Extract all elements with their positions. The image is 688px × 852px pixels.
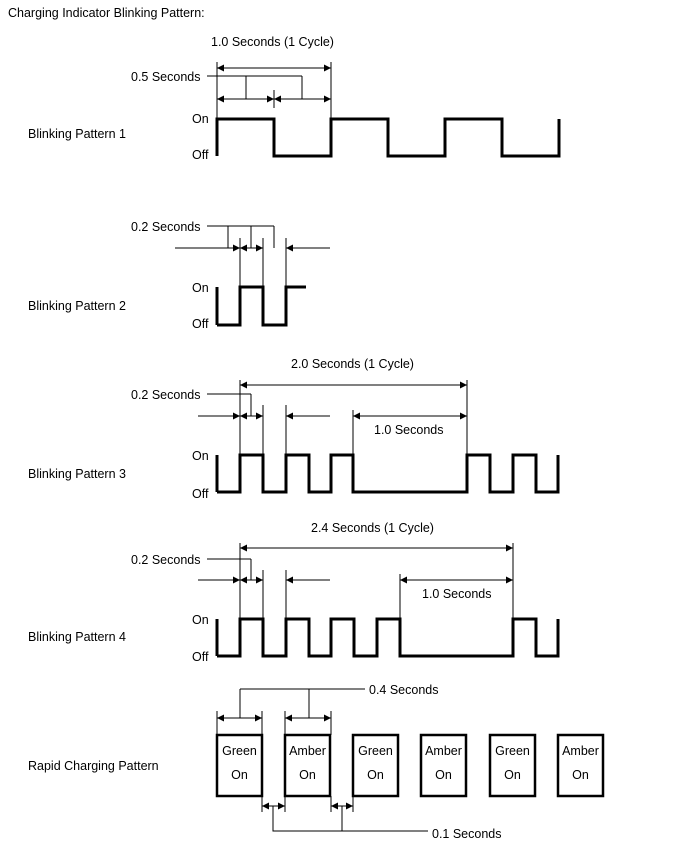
pattern-4-leader (207, 558, 264, 580)
pattern-4-on-label: On (192, 613, 209, 627)
pattern-1-on-label: On (192, 112, 209, 126)
pattern-1-waveform (215, 117, 561, 158)
rapid-box-6-color: Amber (562, 744, 599, 758)
pattern-4-name: Blinking Pattern 4 (28, 630, 126, 644)
pattern-3-leader (207, 393, 264, 416)
pattern-1-cycle-label: 1.0 Seconds (1 Cycle) (211, 35, 334, 49)
pattern-4-waveform (215, 617, 560, 658)
pattern-4-cycle-label: 2.4 Seconds (1 Cycle) (311, 521, 434, 535)
pattern-3-waveform (215, 453, 560, 494)
rapid-box-5-color: Green (495, 744, 530, 758)
rapid-box-4-color: Amber (425, 744, 462, 758)
pattern-2-leader (207, 225, 275, 248)
rapid-box-1: Green On (215, 733, 264, 798)
pattern-2-interval-label: 0.2 Seconds (131, 220, 201, 234)
pattern-4-extension-lines (239, 543, 514, 619)
rapid-box-6: Amber On (556, 733, 605, 798)
pattern-2-name: Blinking Pattern 2 (28, 299, 126, 313)
rapid-box-2-color: Amber (289, 744, 326, 758)
pattern-1-leader (207, 75, 303, 108)
rapid-box-5-state: On (504, 768, 521, 782)
page-title: Charging Indicator Blinking Pattern: (8, 6, 205, 20)
rapid-box-4: Amber On (419, 733, 468, 798)
rapid-pattern-name: Rapid Charging Pattern (28, 759, 159, 773)
rapid-box-6-state: On (572, 768, 589, 782)
rapid-box-2: Amber On (283, 733, 332, 798)
pattern-3-extension-lines (239, 380, 468, 455)
pattern-3-off-label: Off (192, 487, 209, 501)
pattern-2-waveform (215, 285, 306, 327)
rapid-extension-lines (216, 711, 332, 735)
pattern-3-on-label: On (192, 449, 209, 463)
pattern-3-name: Blinking Pattern 3 (28, 467, 126, 481)
pattern-1-off-label: Off (192, 148, 209, 162)
rapid-box-5: Green On (488, 733, 537, 798)
pattern-2-on-label: On (192, 281, 209, 295)
rapid-interval-leader (239, 688, 365, 718)
pattern-2-extension-lines (239, 238, 287, 287)
rapid-box-3-state: On (367, 768, 384, 782)
pattern-2-off-label: Off (192, 317, 209, 331)
rapid-gap-leader (272, 806, 428, 832)
pattern-3-cycle-label: 2.0 Seconds (1 Cycle) (291, 357, 414, 371)
pattern-3: 2.0 Seconds (1 Cycle) 0.2 Seconds 1.0 Se… (28, 357, 560, 501)
pattern-2: 0.2 Seconds Blinking Pattern 2 On Off (28, 220, 330, 331)
pattern-4-pause-label: 1.0 Seconds (422, 587, 492, 601)
pattern-1-interval-label: 0.5 Seconds (131, 70, 201, 84)
rapid-box-4-state: On (435, 768, 452, 782)
pattern-4-interval-label: 0.2 Seconds (131, 553, 201, 567)
pattern-4-off-label: Off (192, 650, 209, 664)
rapid-box-3: Green On (351, 733, 400, 798)
pattern-4: 2.4 Seconds (1 Cycle) 0.2 Seconds 1.0 Se… (28, 521, 560, 664)
pattern-1-name: Blinking Pattern 1 (28, 127, 126, 141)
rapid-box-2-state: On (299, 768, 316, 782)
pattern-3-pause-label: 1.0 Seconds (374, 423, 444, 437)
rapid-box-1-color: Green (222, 744, 257, 758)
rapid-box-3-color: Green (358, 744, 393, 758)
rapid-gap-label: 0.1 Seconds (432, 827, 502, 841)
pattern-1: 1.0 Seconds (1 Cycle) 0.5 Seconds Blinki… (28, 35, 561, 162)
rapid-interval-label: 0.4 Seconds (369, 683, 439, 697)
rapid-box-1-state: On (231, 768, 248, 782)
rapid-gap-extension-lines (261, 796, 354, 812)
pattern-3-interval-label: 0.2 Seconds (131, 388, 201, 402)
rapid-charging-pattern: Rapid Charging Pattern 0.4 Seconds 0.1 S… (28, 683, 605, 841)
